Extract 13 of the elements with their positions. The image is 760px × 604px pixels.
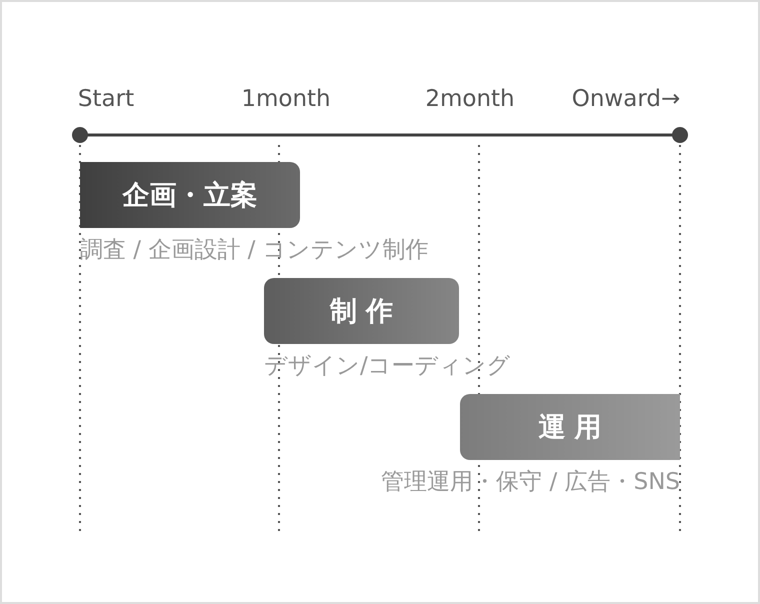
- timeline-label: Start: [78, 86, 134, 112]
- phase-title: 企画・立案: [122, 179, 258, 213]
- timeline-label: Onward→: [572, 86, 680, 112]
- phase-description: 管理運用・保守 / 広告・SNS: [381, 468, 680, 497]
- timeline-label: 2month: [425, 86, 515, 112]
- phase-description: デザイン/コーディング: [264, 352, 511, 381]
- timeline-label: 1month: [241, 86, 331, 112]
- phase-bar: [460, 394, 680, 460]
- phase-description: 調査 / 企画設計 / コンテンツ制作: [80, 236, 429, 265]
- phase-title: 制 作: [330, 295, 394, 329]
- phase-bar: [264, 278, 459, 344]
- phase-bar: [80, 162, 300, 228]
- phase-title: 運 用: [538, 411, 602, 445]
